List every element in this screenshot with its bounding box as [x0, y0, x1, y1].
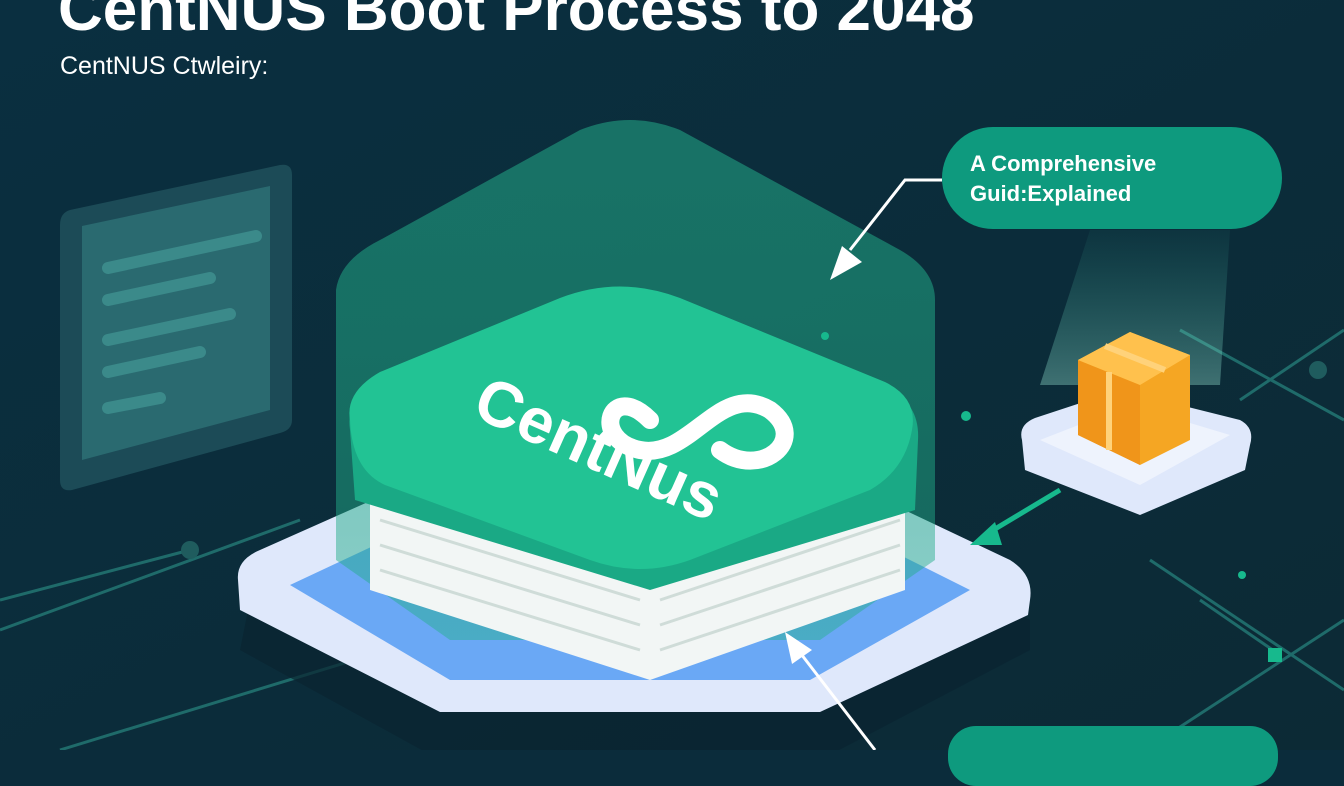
package-icon: [1078, 332, 1190, 465]
network-node: [181, 541, 199, 559]
callout-badge: A Comprehensive Guid:Explained: [942, 127, 1282, 229]
network-node: [1309, 361, 1327, 379]
infinity-icon: [601, 394, 794, 470]
pointer-arrow-top: [830, 178, 942, 280]
pointer-arrow-right: [970, 487, 1062, 545]
callout-line-1: A Comprehensive: [970, 151, 1157, 176]
callout-badge-bottom: [948, 726, 1278, 786]
callout-line-2: Guid:Explained: [970, 181, 1132, 206]
page-subtitle: CentNUS Ctwleiry:: [60, 52, 269, 80]
illustration: CentNus: [0, 0, 1344, 750]
document-card: [60, 164, 292, 491]
callout-text: A Comprehensive Guid:Explained: [970, 149, 1156, 209]
pointer-arrow-bottom: [785, 632, 877, 750]
package-platform: [1021, 230, 1252, 515]
network-node: [1268, 648, 1282, 662]
page-title: CentNUS Boot Process to 2048: [58, 0, 975, 44]
